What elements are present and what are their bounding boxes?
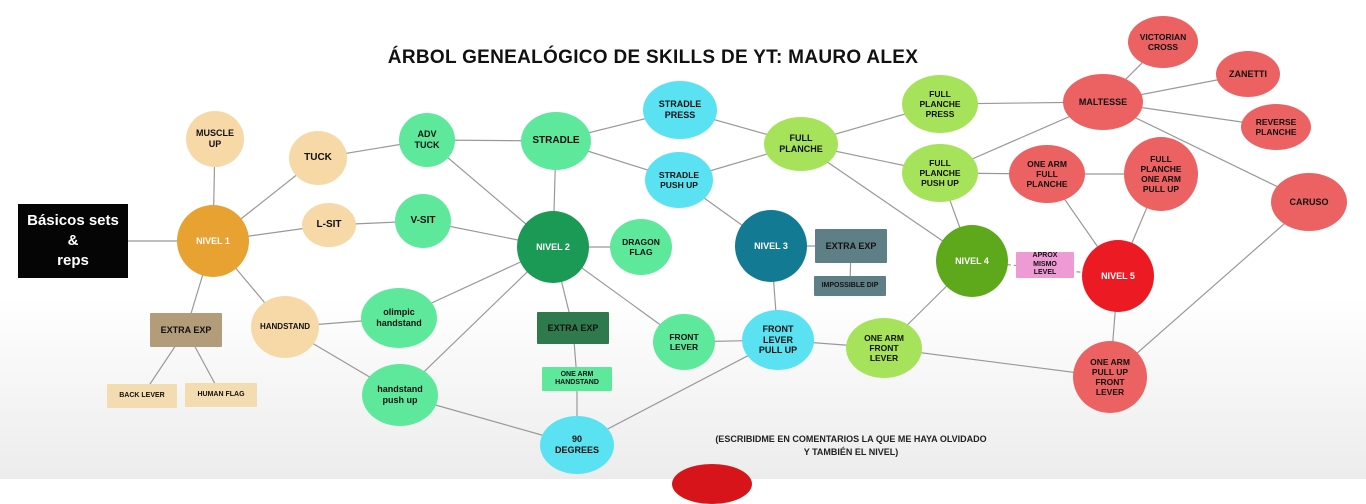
node-stradle-press: STRADLE PRESS xyxy=(643,81,717,139)
node-maltesse: MALTESSE xyxy=(1063,74,1143,130)
node-front-lever-pull-up: FRONT LEVER PULL UP xyxy=(742,310,814,370)
node-stradle-push-up: STRADLE PUSH UP xyxy=(645,152,713,208)
node-muscle-up: MUSCLE UP xyxy=(186,111,244,167)
node-lsit: L-SIT xyxy=(302,203,356,247)
edge-one_arm_front_lever-one_arm_pull_up_front_lever xyxy=(883,347,1111,378)
comment-note: (ESCRIBIDME EN COMENTARIOS LA QUE ME HAY… xyxy=(715,434,987,458)
node-victorian-cross: VICTORIAN CROSS xyxy=(1128,16,1198,68)
node-nivel2: NIVEL 2 xyxy=(517,211,589,283)
node-one-arm-handstand: ONE ARM HANDSTAND xyxy=(542,367,612,391)
edge-degrees90-front_lever_pull_up xyxy=(576,339,779,446)
node-olimpic-handstand: olimpic handstand xyxy=(361,288,437,348)
cropped-red-node xyxy=(672,464,752,504)
node-extra-exp-2: EXTRA EXP xyxy=(537,312,609,344)
node-full-planche-one-arm-pull-up: FULL PLANCHE ONE ARM PULL UP xyxy=(1124,137,1198,211)
node-handstand-push-up: handstand push up xyxy=(362,364,438,426)
node-one-arm-front-lever: ONE ARM FRONT LEVER xyxy=(846,318,922,378)
node-vsit: V-SIT xyxy=(395,194,451,248)
node-nivel4: NIVEL 4 xyxy=(936,225,1008,297)
node-stradle: STRADLE xyxy=(521,112,591,170)
node-impossible-dip: IMPOSSIBLE DIP xyxy=(814,276,886,296)
node-degrees90: 90 DEGREES xyxy=(540,416,614,474)
edge-caruso-one_arm_pull_up_front_lever xyxy=(1109,201,1310,378)
node-nivel1: NIVEL 1 xyxy=(177,205,249,277)
edge-maltesse-caruso xyxy=(1102,101,1310,203)
node-one-arm-full-planche: ONE ARM FULL PLANCHE xyxy=(1009,145,1085,203)
node-aprox-mismo-level: APROX MISMO LEVEL xyxy=(1016,252,1074,278)
node-adv-tuck: ADV TUCK xyxy=(399,113,455,167)
node-back-lever: BACK LEVER xyxy=(107,384,177,408)
node-full-planche-push-up: FULL PLANCHE PUSH UP xyxy=(902,144,978,202)
node-one-arm-pull-up-front-lever: ONE ARM PULL UP FRONT LEVER xyxy=(1073,341,1147,413)
node-extra-exp-1: EXTRA EXP xyxy=(150,313,222,347)
node-human-flag: HUMAN FLAG xyxy=(185,383,257,407)
node-nivel3: NIVEL 3 xyxy=(735,210,807,282)
node-handstand: HANDSTAND xyxy=(251,296,319,358)
node-full-planche-press: FULL PLANCHE PRESS xyxy=(902,75,978,133)
node-zanetti: ZANETTI xyxy=(1216,51,1280,97)
node-reverse-planche: REVERSE PLANCHE xyxy=(1241,104,1311,150)
node-caruso: CARUSO xyxy=(1271,173,1347,231)
node-full-planche: FULL PLANCHE xyxy=(764,117,838,171)
node-tuck: TUCK xyxy=(289,131,347,185)
node-nivel5: NIVEL 5 xyxy=(1082,240,1154,312)
node-front-lever: FRONT LEVER xyxy=(653,314,715,370)
diagram-title: ÁRBOL GENEALÓGICO DE SKILLS DE YT: MAURO… xyxy=(387,47,919,68)
node-extra-exp-3: EXTRA EXP xyxy=(815,229,887,263)
node-basicos: Básicos sets & reps xyxy=(18,204,128,278)
node-dragon-flag: DRAGON FLAG xyxy=(610,219,672,275)
